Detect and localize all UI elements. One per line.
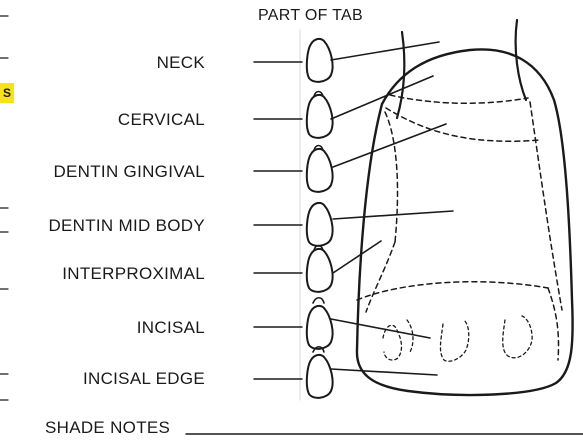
shade-tab-cervical xyxy=(307,95,333,138)
zone-boundaries xyxy=(357,95,562,360)
label-leader-lines xyxy=(254,62,302,379)
tooth-outline xyxy=(357,49,573,395)
shade-tab-incisal xyxy=(307,306,333,349)
pointer-lines xyxy=(331,42,453,375)
shade-tab-dentin-gingival xyxy=(307,149,333,192)
margin-tick-marks xyxy=(0,16,8,400)
shade-tab-interproximal xyxy=(307,249,333,292)
holder-left-line xyxy=(397,32,404,118)
shade-tab-incisal-edge xyxy=(307,355,333,398)
shade-tab-dentin-mid-body xyxy=(307,203,333,246)
incisal-mamelons xyxy=(383,316,532,361)
shade-tab-neck xyxy=(307,39,333,82)
